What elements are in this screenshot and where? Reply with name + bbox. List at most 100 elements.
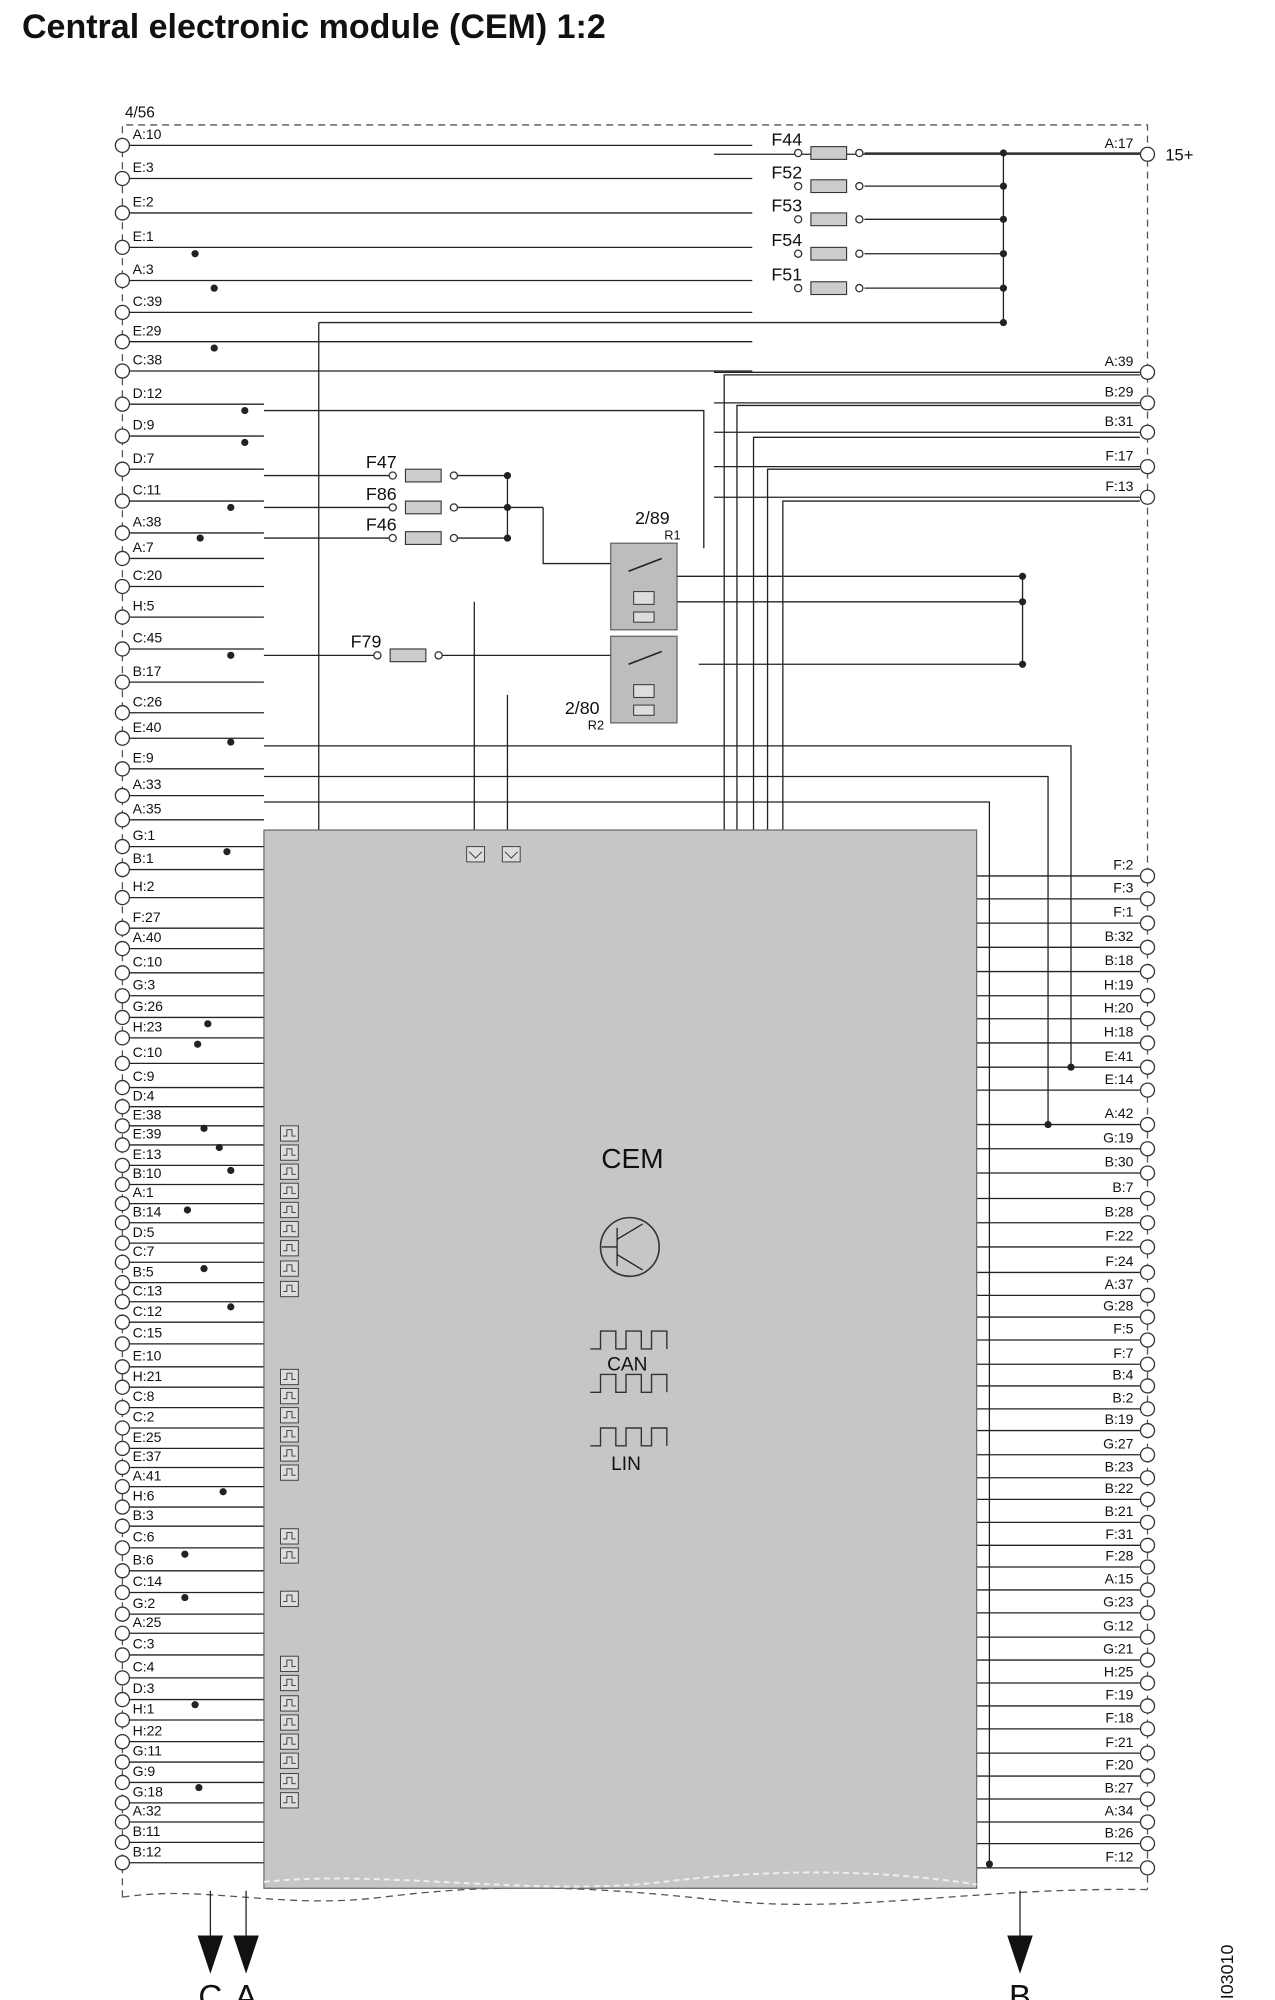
cem-label: CEM [601, 1143, 663, 1174]
wire-d12 [263, 409, 705, 549]
right-pin-label: B:4 [1112, 1367, 1133, 1383]
left-pin-terminal [114, 1420, 131, 1436]
left-pin-terminal [114, 1314, 131, 1330]
junction-dot [194, 1040, 202, 1048]
left-pin-label: B:14 [133, 1203, 162, 1219]
left-pin-terminal [114, 461, 131, 477]
driver-symbol [280, 1163, 299, 1180]
left-pin-label: C:3 [133, 1636, 155, 1652]
driver-symbol [280, 1773, 299, 1790]
left-pin-label: G:9 [133, 1763, 156, 1779]
left-pin-terminal [114, 334, 131, 350]
fuse-body [810, 146, 848, 160]
left-pin-terminal [114, 1754, 131, 1770]
right-pin-label: F:31 [1105, 1526, 1133, 1542]
driver-symbol-trace [283, 1594, 296, 1602]
left-pin-terminal [114, 1584, 131, 1601]
driver-symbol-trace [283, 1449, 296, 1457]
driver-symbol [280, 1674, 299, 1692]
left-pin-label: D:4 [133, 1087, 155, 1103]
junction-dot [241, 406, 249, 415]
junction-dot [999, 250, 1008, 258]
module-output-wire [782, 500, 1140, 831]
left-pin-label: C:20 [133, 567, 163, 583]
left-pin-terminal [114, 761, 131, 777]
left-pin-terminal [114, 1157, 131, 1174]
right-pin-terminal [1139, 1768, 1156, 1784]
left-pin-label: G:2 [133, 1595, 156, 1611]
left-pin-terminal [114, 812, 131, 828]
driver-symbol-trace [283, 1264, 296, 1272]
left-pin-terminal [114, 1774, 131, 1791]
right-pin-terminal [1139, 988, 1156, 1004]
left-pin-terminal [114, 1009, 131, 1026]
junction-dot [999, 318, 1008, 327]
junction-dot [1044, 1120, 1052, 1129]
left-pin-label: C:12 [133, 1303, 163, 1319]
driver-symbol [280, 1280, 299, 1298]
right-pin-label: F:22 [1105, 1228, 1133, 1244]
junction-dot [503, 471, 512, 480]
driver-symbol [280, 1240, 299, 1257]
right-pin-terminal [1139, 458, 1156, 475]
right-pin-label: B:21 [1105, 1503, 1134, 1519]
right-pin-terminal [1139, 1332, 1156, 1348]
left-pin-terminal [114, 1055, 131, 1072]
left-pin-label: C:6 [133, 1528, 155, 1544]
left-pin-label: B:17 [133, 663, 162, 679]
harness-arrow-label: C [198, 1979, 222, 2000]
driver-symbol-trace [283, 1659, 296, 1667]
left-pin-terminal [114, 1518, 131, 1534]
left-pin-terminal [114, 304, 131, 321]
left-pin-terminal [114, 272, 131, 289]
driver-symbol-trace [283, 1148, 296, 1156]
driver-symbol [280, 1528, 299, 1545]
fuse-body [810, 212, 848, 227]
junction-dot [227, 1166, 235, 1175]
right-pin-terminal [1139, 1860, 1156, 1876]
right-pin-label: F:17 [1105, 447, 1133, 463]
right-pin-terminal [1139, 1698, 1156, 1714]
left-pin-label: G:3 [133, 976, 156, 992]
junction-dot [999, 284, 1008, 292]
left-pin-label: E:13 [133, 1146, 162, 1162]
junction-dot [191, 1701, 199, 1709]
right-pin-terminal [1139, 1082, 1156, 1098]
left-pin-terminal [114, 705, 131, 721]
left-pin-terminal [114, 988, 131, 1004]
right-pin-label: B:7 [1112, 1179, 1133, 1195]
left-pin-label: H:5 [133, 598, 155, 614]
left-pin-terminal [114, 1274, 131, 1291]
right-pin-label: H:19 [1104, 976, 1134, 992]
right-pin-terminal [1139, 1378, 1156, 1394]
right-pin-terminal [1139, 1011, 1156, 1027]
left-pin-label: G:26 [133, 998, 164, 1014]
left-pin-label: H:6 [133, 1488, 155, 1504]
left-pin-terminal [114, 428, 131, 444]
right-pin-terminal [1139, 146, 1156, 162]
left-pin-terminal [114, 1834, 131, 1851]
right-pin-terminal [1139, 1287, 1156, 1304]
left-pin-terminal [114, 1733, 131, 1750]
right-pin-label: F:28 [1105, 1548, 1133, 1564]
driver-symbol [280, 1464, 299, 1481]
right-pin-terminal [1139, 424, 1156, 440]
left-pin-terminal [114, 1795, 131, 1811]
junction-dot [227, 738, 235, 746]
fuse-label: F54 [771, 230, 802, 250]
left-pin-label: E:40 [133, 719, 162, 735]
right-pin-terminal [1139, 1537, 1156, 1553]
driver-symbol [280, 1792, 299, 1809]
fuse-body [810, 179, 848, 194]
driver-symbol [280, 1547, 299, 1564]
right-pin-terminal [1139, 1814, 1156, 1830]
junction-dot [215, 1143, 223, 1152]
right-pin-terminal [1139, 891, 1156, 907]
junction-dot [1018, 660, 1027, 668]
left-pin-label: C:10 [133, 1044, 163, 1060]
page-title: Central electronic module (CEM) 1:2 [22, 8, 606, 46]
right-pin-label: F:19 [1105, 1687, 1133, 1703]
left-pin-terminal [114, 1215, 131, 1231]
fuse-terminal [388, 533, 397, 543]
